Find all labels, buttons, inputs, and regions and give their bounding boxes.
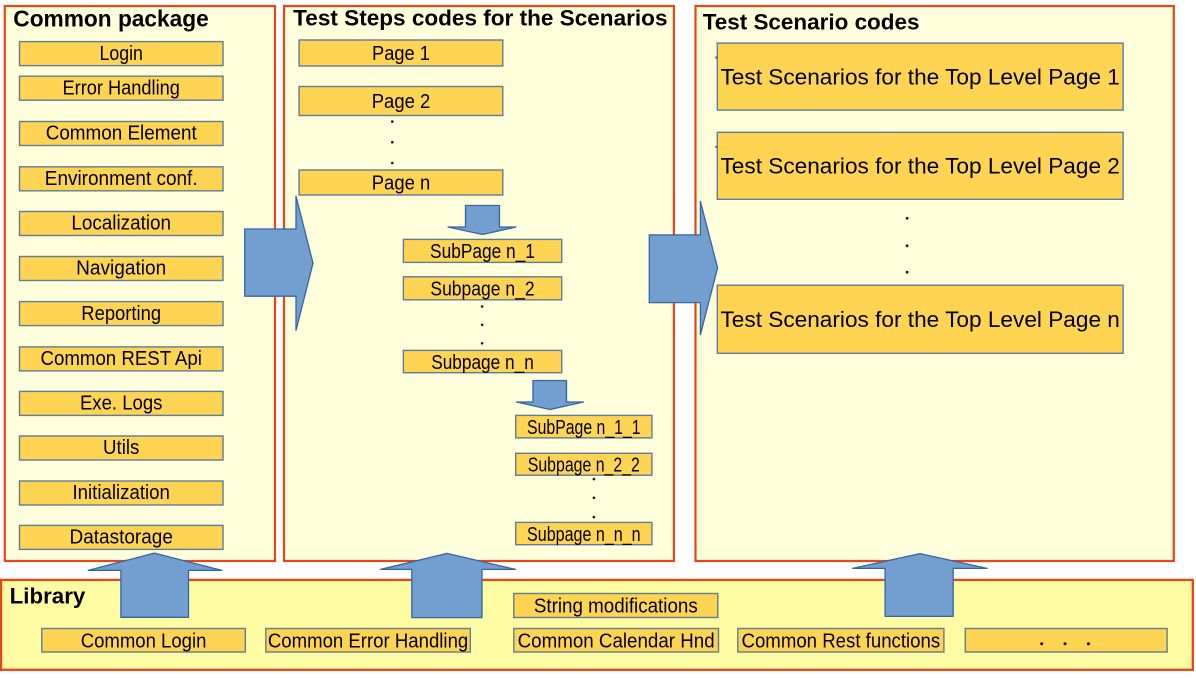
svg-text:SubPage n_1: SubPage n_1: [430, 241, 535, 263]
svg-text:Initialization: Initialization: [73, 482, 170, 504]
svg-text:Page 1: Page 1: [372, 43, 430, 65]
svg-text:String modifications: String modifications: [534, 596, 698, 618]
svg-text:Exe. Logs: Exe. Logs: [80, 393, 163, 415]
svg-text:Navigation: Navigation: [76, 258, 166, 280]
svg-text:Test Scenarios for the Top Lev: Test Scenarios for the Top Level Page 1: [721, 65, 1120, 90]
svg-text:Error Handling: Error Handling: [63, 77, 180, 99]
svg-text:Common Login: Common Login: [81, 630, 207, 652]
svg-text:Common Calendar Hnd: Common Calendar Hnd: [518, 630, 715, 652]
svg-text:Common Rest functions: Common Rest functions: [742, 630, 941, 652]
svg-text:Common REST Api: Common REST Api: [41, 348, 202, 370]
svg-text:Library: Library: [10, 583, 86, 608]
svg-text:Common Element: Common Element: [46, 123, 197, 145]
svg-text:Utils: Utils: [103, 437, 139, 459]
svg-text:Subpage n_2: Subpage n_2: [430, 279, 534, 301]
svg-text:Test Scenarios for the Top Lev: Test Scenarios for the Top Level Page n: [721, 307, 1120, 332]
svg-text:Test Scenario codes: Test Scenario codes: [703, 9, 920, 34]
svg-text:Subpage n_2_2: Subpage n_2_2: [528, 454, 640, 476]
svg-text:Test Scenarios for the Top Lev: Test Scenarios for the Top Level Page 2: [721, 154, 1120, 179]
svg-text:Localization: Localization: [71, 213, 171, 235]
svg-text:Page 2: Page 2: [372, 91, 431, 113]
svg-text:Subpage n_n: Subpage n_n: [431, 352, 534, 374]
svg-text:Common Error Handling: Common Error Handling: [268, 630, 468, 652]
svg-text:Subpage n_n_n: Subpage n_n_n: [527, 524, 641, 546]
svg-text:Test Steps codes for the Scena: Test Steps codes for the Scenarios: [293, 6, 667, 31]
svg-text:Page n: Page n: [372, 173, 431, 195]
svg-text:Environment conf.: Environment conf.: [45, 168, 198, 190]
svg-text:Login: Login: [100, 43, 143, 65]
svg-text:Datastorage: Datastorage: [70, 527, 173, 549]
svg-text:Common package: Common package: [13, 5, 209, 31]
svg-text:SubPage n_1_1: SubPage n_1_1: [527, 417, 641, 439]
svg-text:Reporting: Reporting: [81, 303, 161, 325]
